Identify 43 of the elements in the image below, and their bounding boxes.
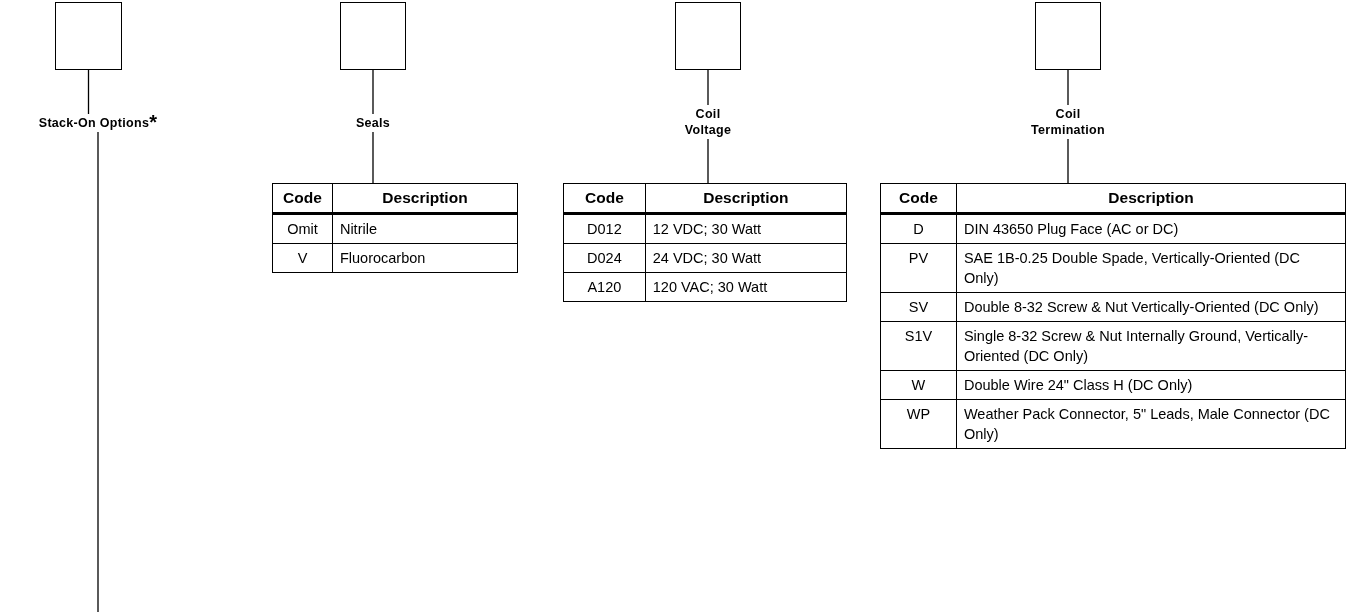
code-cell: D012 — [563, 213, 646, 244]
connector-line — [372, 131, 374, 184]
description-cell: Nitrile — [332, 213, 518, 244]
code-table — [880, 183, 1346, 449]
blank-code-box — [340, 2, 406, 70]
blank-code-box — [675, 2, 741, 70]
code-cell: S1V — [880, 321, 957, 371]
code-cell: W — [880, 370, 957, 400]
code-cell: A120 — [563, 272, 646, 302]
code-table — [272, 183, 518, 273]
description-cell: SAE 1B-0.25 Double Spade, Vertically-Oriented (DC Only) — [956, 243, 1346, 293]
blank-code-box — [1035, 2, 1101, 70]
description-cell: Single 8-32 Screw & Nut Internally Ground, Vertically-Oriented (DC Only) — [956, 321, 1346, 371]
header-cell: Description — [645, 183, 847, 214]
description-cell: Fluorocarbon — [332, 243, 518, 273]
code-cell: SV — [880, 292, 957, 322]
description-cell: 12 VDC; 30 Watt — [645, 213, 847, 244]
code-cell: Omit — [272, 213, 333, 244]
description-cell: 24 VDC; 30 Watt — [645, 243, 847, 273]
connector-line — [1067, 69, 1069, 106]
header-cell: Code — [563, 183, 646, 214]
header-cell: Description — [956, 183, 1346, 214]
description-cell: DIN 43650 Plug Face (AC or DC) — [956, 213, 1346, 244]
blank-code-box — [55, 2, 122, 70]
connector-line — [372, 69, 374, 115]
description-cell: Weather Pack Connector, 5" Leads, Male Connector (DC Only) — [956, 399, 1346, 449]
code-cell: WP — [880, 399, 957, 449]
description-cell: 120 VAC; 30 Watt — [645, 272, 847, 302]
header-cell: Code — [880, 183, 957, 214]
code-cell: D — [880, 213, 957, 244]
header-cell: Code — [272, 183, 333, 214]
code-cell: D024 — [563, 243, 646, 273]
connector-line — [707, 138, 709, 184]
code-cell: V — [272, 243, 333, 273]
description-cell: Double Wire 24" Class H (DC Only) — [956, 370, 1346, 400]
description-cell: Double 8-32 Screw & Nut Vertically-Oriented (DC Only) — [956, 292, 1346, 322]
code-table — [563, 183, 847, 302]
connector-line — [707, 69, 709, 106]
connector-line — [97, 131, 99, 613]
header-cell: Description — [332, 183, 518, 214]
code-cell: PV — [880, 243, 957, 293]
connector-line — [1067, 138, 1069, 184]
connector-line — [87, 69, 90, 115]
